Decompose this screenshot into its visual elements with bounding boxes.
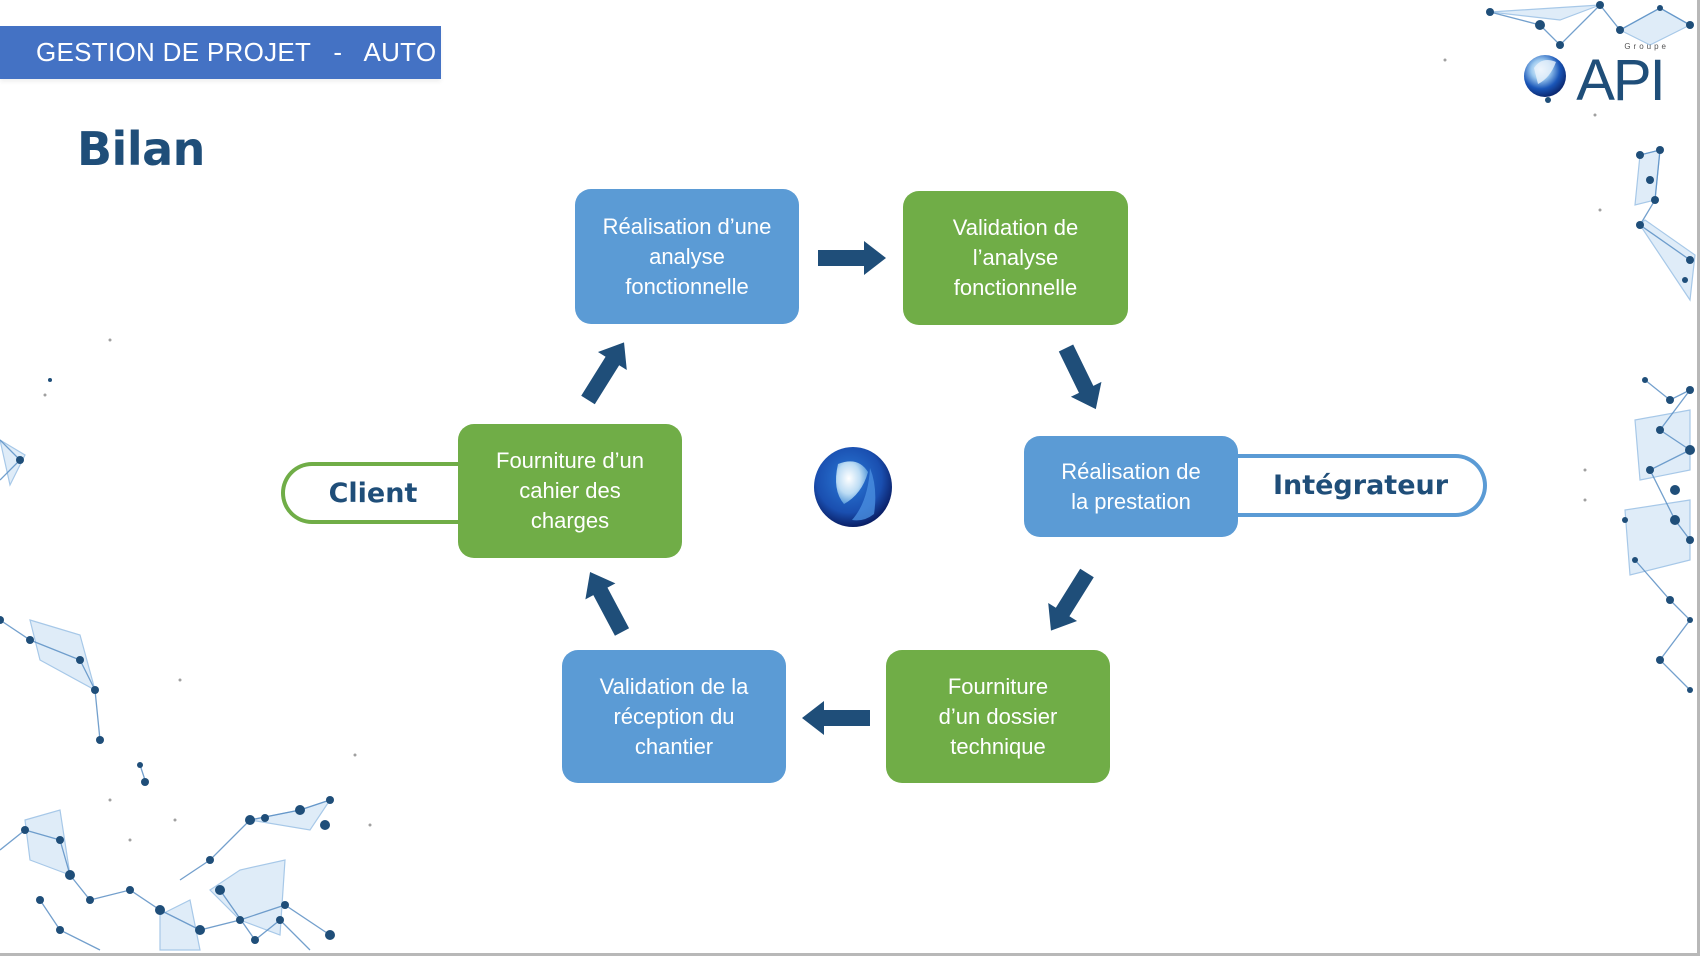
api-brand-logo: Groupe API	[1520, 38, 1685, 113]
step-fourniture-dossier: Fourniture d’un dossier technique	[886, 650, 1110, 783]
step-text: Validation de l’analyse fonctionnelle	[952, 215, 1079, 300]
step-validation-analyse: Validation de l’analyse fonctionnelle	[903, 191, 1128, 325]
step-text: Validation de la réception du chantier	[599, 673, 749, 759]
brand-name: API	[1576, 48, 1664, 113]
arrow-down-right-icon	[1050, 340, 1112, 417]
brand-group-label: Groupe	[1624, 42, 1669, 51]
header-banner: GESTION DE PROJET - AUTO	[0, 26, 441, 79]
header-title: GESTION DE PROJET - AUTO	[36, 37, 437, 67]
step-realisation-prestation: Réalisation de la prestation	[1024, 436, 1238, 537]
center-globe-icon	[812, 446, 894, 528]
arrow-left-icon	[802, 701, 870, 735]
step-text: Réalisation de la prestation	[1061, 458, 1201, 514]
actor-client-label: Client	[281, 462, 481, 524]
actor-client-text: Client	[328, 477, 418, 509]
arrow-down-left-icon	[1036, 563, 1102, 640]
arrow-right-icon	[818, 241, 886, 275]
step-realisation-analyse: Réalisation d’une analyse fonctionnelle	[575, 189, 799, 324]
step-validation-reception: Validation de la réception du chantier	[562, 650, 786, 783]
step-text: Fourniture d’un dossier technique	[938, 673, 1058, 759]
actor-integrator-label: Intégrateur	[1218, 454, 1487, 517]
step-text: Fourniture d’un cahier des charges	[496, 448, 644, 533]
page-title: Bilan	[77, 122, 205, 176]
step-fourniture-cahier: Fourniture d’un cahier des charges	[458, 424, 682, 558]
arrow-up-left-icon	[575, 563, 638, 640]
arrow-up-right-icon	[573, 333, 639, 410]
step-text: Réalisation d’une analyse fonctionnelle	[602, 213, 772, 299]
actor-integrator-text: Intégrateur	[1272, 470, 1449, 501]
